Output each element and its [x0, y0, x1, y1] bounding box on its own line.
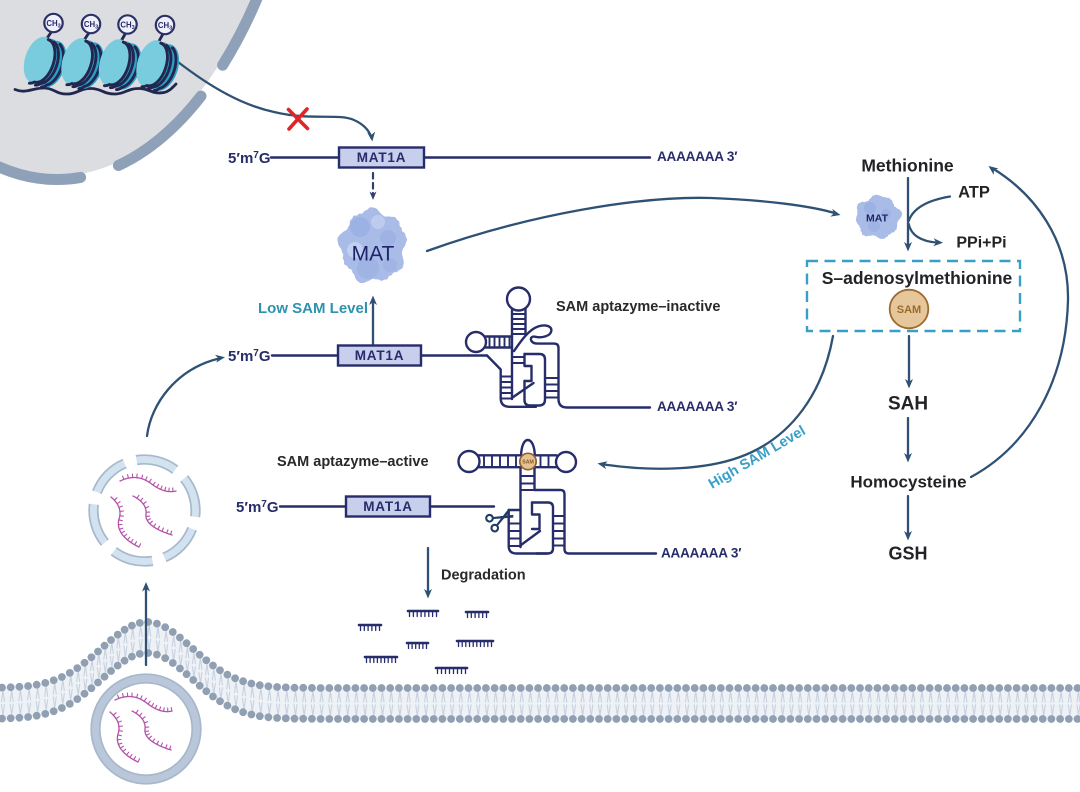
svg-text:CH3: CH3: [46, 19, 60, 30]
svg-text:SAM: SAM: [522, 460, 534, 466]
svg-text:AAAAAAA 3′: AAAAAAA 3′: [657, 149, 737, 164]
svg-text:CH3: CH3: [84, 20, 98, 31]
svg-text:CH3: CH3: [120, 20, 134, 31]
svg-text:5′m7G: 5′m7G: [228, 348, 271, 365]
svg-text:AAAAAAA 3′: AAAAAAA 3′: [661, 546, 741, 561]
svg-text:ATP: ATP: [958, 184, 990, 202]
svg-text:MAT1A: MAT1A: [363, 499, 413, 514]
svg-text:SAH: SAH: [888, 394, 928, 415]
svg-text:SAM aptazyme–inactive: SAM aptazyme–inactive: [556, 299, 720, 315]
svg-text:MAT1A: MAT1A: [355, 348, 405, 363]
svg-text:PPi+Pi: PPi+Pi: [956, 235, 1006, 252]
svg-text:Homocysteine: Homocysteine: [850, 473, 966, 492]
svg-text:SAM aptazyme–active: SAM aptazyme–active: [277, 454, 429, 470]
svg-text:Low SAM Level: Low SAM Level: [258, 300, 368, 317]
svg-text:S–adenosylmethionine: S–adenosylmethionine: [822, 268, 1013, 288]
svg-text:MAT: MAT: [352, 243, 395, 266]
svg-text:5′m7G: 5′m7G: [236, 499, 279, 516]
svg-text:Degradation: Degradation: [441, 568, 526, 584]
svg-text:GSH: GSH: [888, 544, 927, 564]
svg-text:SAM: SAM: [897, 304, 921, 316]
svg-text:MAT: MAT: [866, 213, 889, 225]
svg-text:AAAAAAA 3′: AAAAAAA 3′: [657, 399, 737, 414]
svg-text:CH3: CH3: [158, 21, 172, 32]
svg-text:5′m7G: 5′m7G: [228, 150, 271, 167]
svg-text:MAT1A: MAT1A: [357, 150, 407, 165]
svg-text:Methionine: Methionine: [861, 156, 954, 176]
